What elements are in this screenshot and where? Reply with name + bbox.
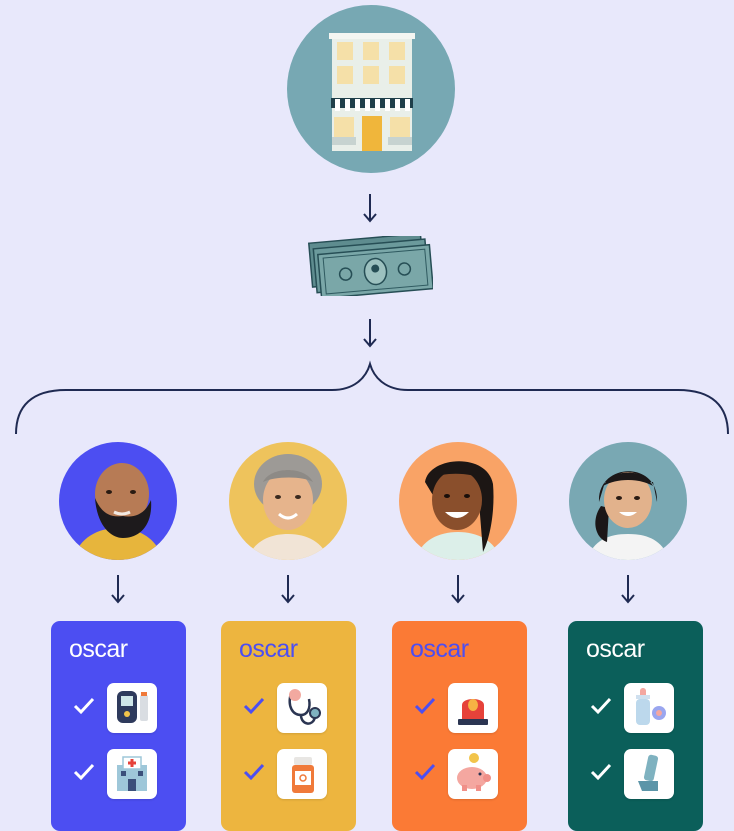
plan-card-1: oscar [51, 621, 186, 831]
cash-stack-icon [307, 236, 433, 296]
benefit-tile [107, 749, 157, 799]
plan-card-2: oscar [221, 621, 356, 831]
glucose-meter-icon [117, 691, 148, 723]
benefit-tile [448, 683, 498, 733]
pill-bottle-icon [292, 757, 314, 793]
benefit-tile [448, 749, 498, 799]
benefit-row [221, 749, 356, 801]
bearded-man-avatar [59, 442, 177, 560]
benefit-row [221, 683, 356, 735]
checkmark-icon [590, 697, 612, 715]
inhaler-icon [638, 754, 659, 791]
oscar-logo: oscar [586, 635, 645, 663]
benefit-tile [107, 683, 157, 733]
checkmark-icon [73, 697, 95, 715]
benefit-row [392, 683, 527, 735]
checkmark-icon [590, 763, 612, 781]
smiling-man-avatar [399, 442, 517, 560]
benefit-tile [277, 749, 327, 799]
benefit-row [392, 749, 527, 801]
storefront-building-icon [329, 33, 415, 151]
piggy-bank-icon [457, 753, 491, 791]
down-arrow-icon [111, 575, 125, 604]
down-arrow-icon [363, 194, 377, 223]
young-woman-avatar [569, 442, 687, 560]
hospital-icon [117, 756, 147, 791]
down-arrow-icon [621, 575, 635, 604]
down-arrow-icon [451, 575, 465, 604]
employer-building-circle [287, 5, 455, 173]
distribution-brace [15, 360, 729, 435]
plan-card-4: oscar [568, 621, 703, 831]
benefit-row [568, 683, 703, 735]
down-arrow-icon [363, 319, 377, 348]
emergency-siren-icon [458, 699, 488, 725]
stethoscope-icon [288, 689, 321, 725]
older-woman-avatar [229, 442, 347, 560]
checkmark-icon [414, 697, 436, 715]
checkmark-icon [243, 697, 265, 715]
checkmark-icon [73, 763, 95, 781]
plan-card-3: oscar [392, 621, 527, 831]
benefit-tile [624, 683, 674, 733]
down-arrow-icon [281, 575, 295, 604]
benefit-row [51, 683, 186, 735]
oscar-logo: oscar [239, 635, 298, 663]
benefit-tile [277, 683, 327, 733]
baby-bottle-icon [636, 688, 666, 725]
oscar-logo: oscar [410, 635, 469, 663]
checkmark-icon [243, 763, 265, 781]
benefit-row [568, 749, 703, 801]
oscar-logo: oscar [69, 635, 128, 663]
benefit-tile [624, 749, 674, 799]
checkmark-icon [414, 763, 436, 781]
benefit-row [51, 749, 186, 801]
